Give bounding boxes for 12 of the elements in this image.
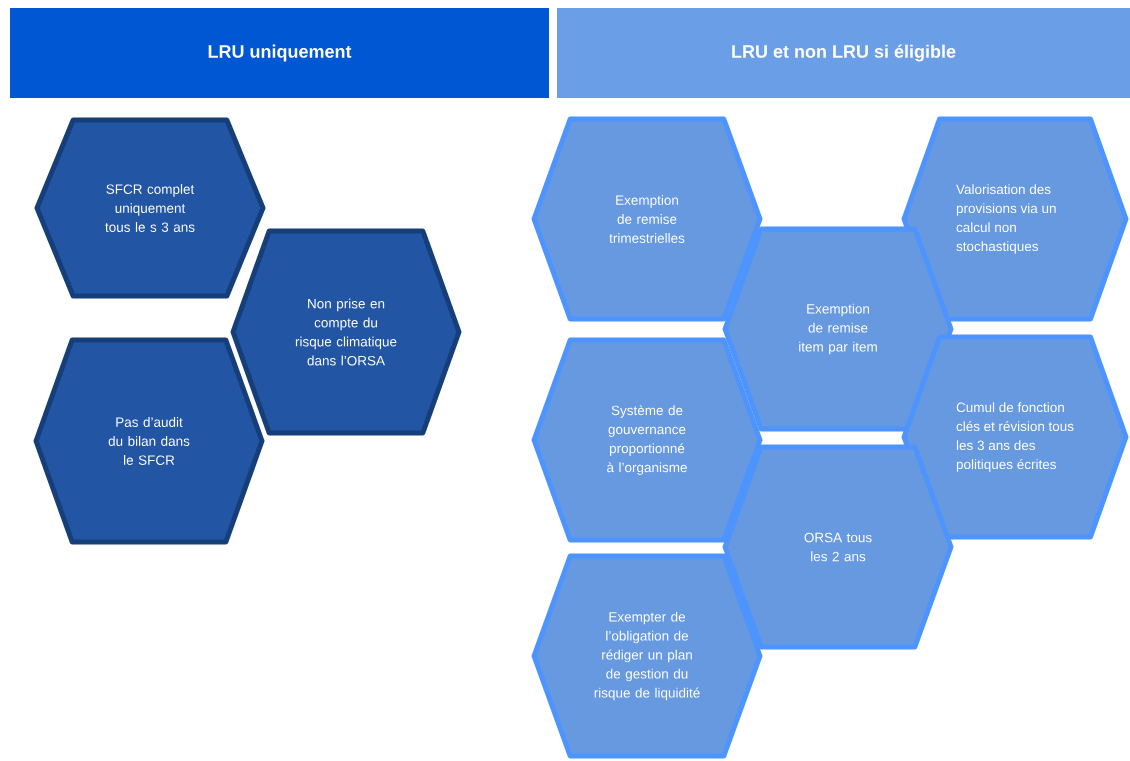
hexagon: Pas d’audit du bilan dans le SFCR <box>33 337 265 545</box>
hexagon: Système de gouvernance proportionné à l’organisme <box>531 337 763 543</box>
hexagon: Exempter de l’obligation de rédiger un plan de gestion du risque de liquidité <box>531 553 763 759</box>
header-band: LRU uniquement <box>10 8 549 98</box>
hexagon: Valorisation des provisions via un calcul non stochastiques <box>901 116 1129 322</box>
hexagon: Cumul de fonction clés et révision tous les 3 ans des politiques écrites <box>901 334 1129 540</box>
hexagon: Exemption de remise trimestrielles <box>531 116 763 322</box>
header-band: LRU et non LRU si éligible <box>557 8 1130 98</box>
hexagon: SFCR complet uniquement tous le s 3 ans <box>34 117 266 299</box>
hexagon: ORSA tous les 2 ans <box>722 444 954 650</box>
hexagon: Non prise en compte du risque climatique dans l’ORSA <box>230 228 462 436</box>
hexagon: Exemption de remise item par item <box>722 226 954 432</box>
